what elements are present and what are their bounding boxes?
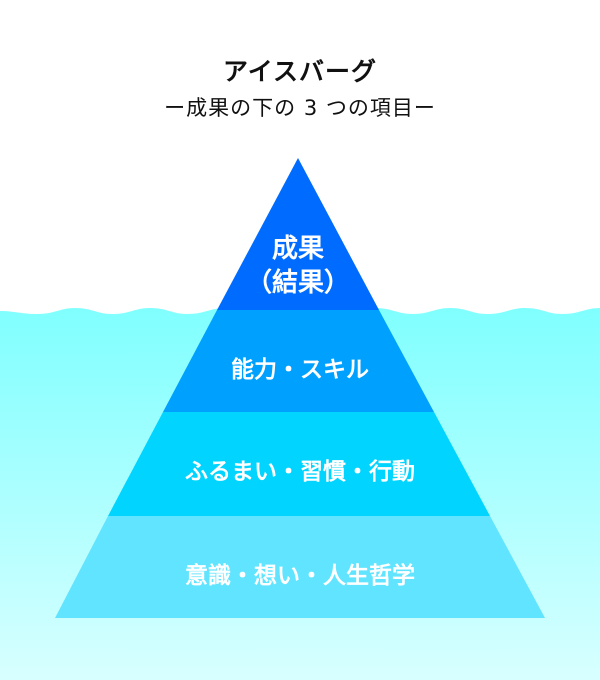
diagram-subtitle: ー成果の下の 3 つの項目ー (164, 96, 436, 120)
layer-1-label-line1: 成果 (271, 234, 324, 264)
layer-1-label-line2: （結果） (245, 268, 350, 298)
diagram-title: アイスバーグ (222, 57, 377, 86)
pyramid-layer-2 (163, 310, 434, 412)
layer-2-label: 能力・スキル (231, 357, 369, 383)
pyramid-layer-1 (217, 158, 379, 310)
layer-4-label: 意識・想い・人生哲学 (185, 563, 415, 589)
layer-3-label: ふるまい・習慣・行動 (185, 459, 415, 485)
pyramid-layer-4 (55, 516, 545, 618)
pyramid-layer-3 (108, 412, 490, 516)
